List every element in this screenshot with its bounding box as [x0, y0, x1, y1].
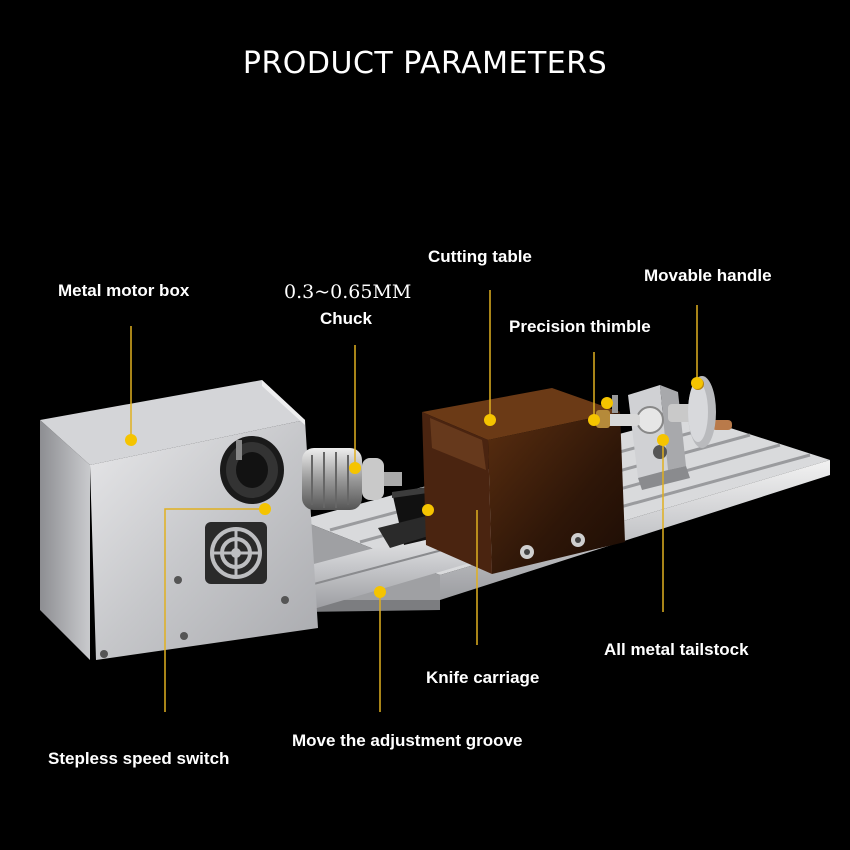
callout-dot-movable-handle [691, 377, 703, 389]
callout-dot-chuck [349, 462, 361, 474]
label-all-metal-tailstock: All metal tailstock [604, 640, 749, 659]
tailstock [596, 376, 732, 490]
label-move-adjustment-groove: Move the adjustment groove [292, 731, 523, 750]
speed-knob [220, 436, 284, 504]
callout-dot-motor-box [125, 434, 137, 446]
label-precision-thimble: Precision thimble [509, 317, 651, 336]
label-metal-motor-box: Metal motor box [58, 281, 190, 300]
callout-dots [125, 377, 703, 598]
callout-dot-adjustment-groove [374, 586, 386, 598]
motor-box [40, 380, 318, 660]
label-knife-carriage: Knife carriage [426, 668, 540, 687]
drill-chuck [302, 448, 402, 510]
callout-line-speed-switch [164, 508, 265, 712]
fan-grille [205, 522, 267, 584]
label-chuck: Chuck [320, 309, 372, 328]
callout-dot-thimble-tip [601, 397, 613, 409]
callout-lines [130, 290, 698, 712]
label-movable-handle: Movable handle [644, 266, 772, 285]
callout-dot-tailstock [657, 434, 669, 446]
page-title: PRODUCT PARAMETERS [242, 46, 608, 81]
chuck-spec: 0.3~0.65MM [284, 281, 412, 303]
callout-dot-cutting-table [484, 414, 496, 426]
callout-dot-precision-thimble [588, 414, 600, 426]
callout-dot-speed-switch [259, 503, 271, 515]
callout-dot-knife-carriage [422, 504, 434, 516]
label-stepless-speed-switch: Stepless speed switch [48, 749, 230, 768]
cutting-table-cover [422, 388, 625, 574]
label-cutting-table: Cutting table [428, 247, 532, 266]
